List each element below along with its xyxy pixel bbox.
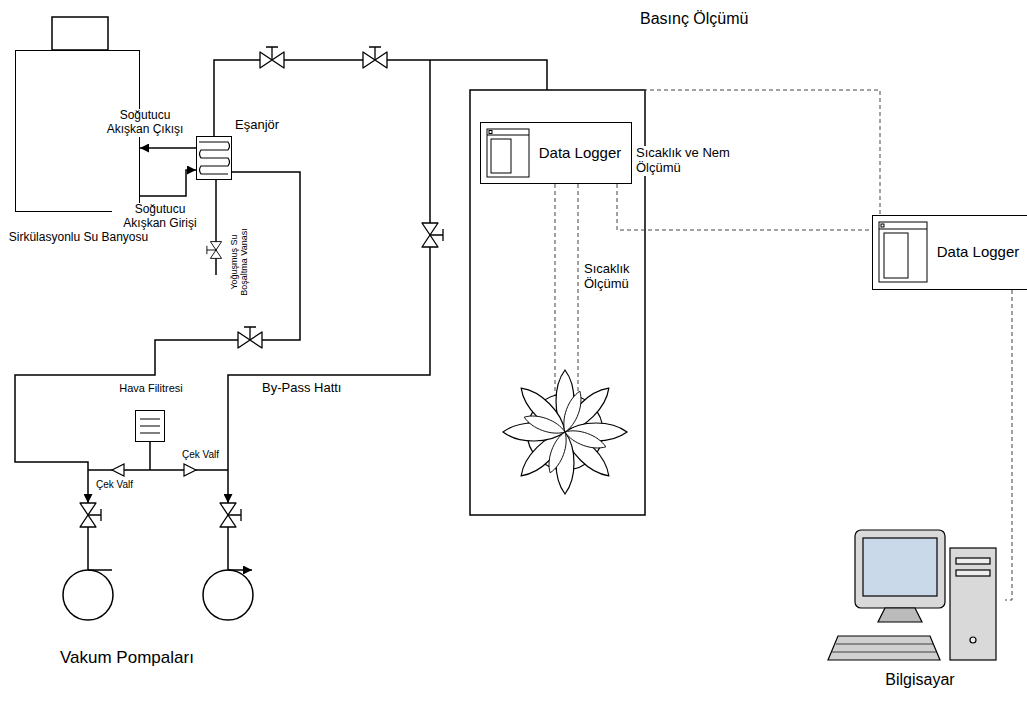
computer-icon: [956, 570, 990, 576]
check-valve: [184, 464, 196, 476]
valve-label: Yoğuşmuş Su Boşaltma Vanası: [230, 221, 250, 303]
pipe: [228, 60, 430, 503]
plant: [515, 382, 572, 439]
logger-icon: [491, 139, 511, 173]
node-label: Eşanjör: [235, 118, 279, 133]
computer-icon: [863, 538, 937, 596]
logger-icon: [487, 129, 927, 282]
valve-symbol: [220, 503, 241, 527]
pipe: [88, 442, 228, 470]
node-label: Data Logger: [535, 144, 625, 161]
plant: [503, 370, 627, 494]
vacuum-chamber: [470, 90, 645, 515]
computer: Bilgisayar: [835, 525, 1005, 665]
pipe: [15, 60, 547, 570]
edge-label: Soğutucu Akışkan Çıkışı: [97, 109, 193, 137]
exchanger-coil: [199, 142, 230, 174]
vacuum-pump: [63, 570, 113, 620]
check-valve: [112, 464, 196, 476]
valve-symbol: [80, 47, 443, 527]
valve-symbol: [80, 503, 101, 527]
logger-icon: [487, 135, 529, 136]
measurement-label: Sıcaklık Ölçümü: [584, 262, 642, 292]
measurement-line: [552, 90, 880, 405]
vacuum-pump: [88, 569, 252, 571]
pipe: [215, 180, 217, 275]
data-logger: Data Logger: [480, 122, 632, 184]
edge-label: Soğutucu Akışkan Girişi: [112, 203, 208, 231]
vacuum-chamber: [470, 90, 645, 515]
logger-icon: [879, 229, 927, 230]
valve-symbol: [238, 327, 262, 348]
logger-icon: [879, 222, 927, 282]
plant: [563, 426, 608, 453]
valve-symbol: [422, 223, 443, 247]
exchanger-coil: [199, 142, 230, 174]
data-logger: Data Logger: [872, 215, 1027, 290]
air-filter: Hava Filitresi: [135, 410, 165, 442]
computer-icon: [828, 530, 996, 660]
valve-label: Çek Valf: [96, 479, 133, 491]
pipe: [88, 527, 228, 570]
pump-label: Vakum Pompaları: [60, 648, 194, 668]
computer-icon: [878, 608, 922, 622]
node-label: Bilgisayar: [835, 671, 1005, 689]
measurement-label: Sıcaklık ve Nem Ölçümü: [636, 146, 752, 176]
plant: [522, 411, 567, 438]
computer-icon: [832, 644, 937, 652]
logger-icon: [489, 131, 492, 134]
measurement-label: Basınç Ölçümü: [640, 10, 748, 28]
bath-lid: [52, 17, 108, 50]
logger-icon: [881, 224, 884, 227]
filter-element: [140, 419, 160, 433]
connector: [140, 170, 196, 196]
heat-exchanger: Eşanjör: [196, 136, 232, 180]
filter-element: [140, 419, 160, 433]
check-valve: [112, 464, 124, 476]
computer-icon: [950, 548, 996, 660]
computer-icon: [828, 636, 940, 660]
pipe: [15, 172, 300, 503]
plant: [544, 430, 571, 475]
node-label: Data Logger: [933, 243, 1023, 260]
connector: [140, 147, 196, 149]
vacuum-pump: [203, 570, 253, 620]
valve-label: Çek Valf: [182, 449, 219, 461]
plant: [559, 389, 586, 434]
vacuum-pump: [63, 570, 253, 620]
valve-symbol: [363, 47, 387, 68]
node-label: Sirkülasyonlu Su Banyosu: [0, 231, 166, 245]
node-label: Hava Filitresi: [116, 382, 186, 395]
pipe: [214, 60, 547, 136]
connector: [617, 184, 872, 230]
connector: [1005, 290, 1012, 600]
computer-icon: [855, 530, 945, 608]
computer-icon: [970, 637, 976, 643]
logger-icon: [487, 129, 529, 177]
bath-lid: [52, 17, 108, 50]
valve-symbol: [260, 47, 284, 68]
line-label: By-Pass Hattı: [262, 381, 341, 396]
computer-icon: [956, 558, 990, 564]
logger-icon: [884, 233, 908, 278]
valve-symbol: [207, 242, 222, 259]
